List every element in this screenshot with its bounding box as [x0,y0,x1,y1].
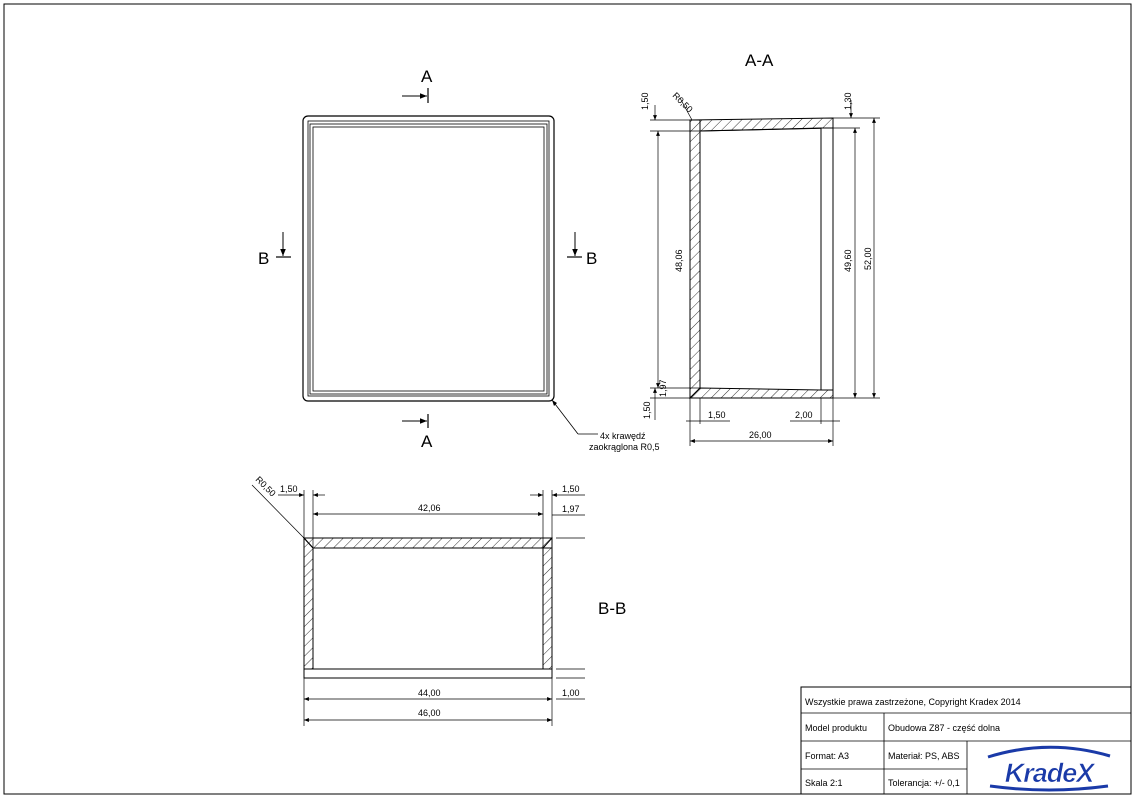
section-a-top-label: A [421,67,433,86]
aa-dim-overall-height: 52,00 [863,247,873,270]
section-bb-title: B-B [598,599,626,618]
bb-dim-base-thickness: 1,00 [562,688,580,698]
aa-flange [820,127,834,391]
section-marker-b-right: B [567,232,597,268]
aa-dim-right-inner: 49,60 [843,249,853,272]
bb-dim-radius: R0,50 [254,474,278,498]
bb-dim-overall-width: 46,00 [418,708,441,718]
aa-dim-top-thickness: 1,50 [640,92,650,110]
top-view-outer [302,115,555,402]
top-view-inner [312,126,545,392]
bb-top-wall [302,537,553,549]
aa-dim-bottom-thickness: 1,50 [642,401,652,419]
aa-dim-radius: R0,50 [671,90,695,114]
bb-dim-inner-width: 42,06 [418,503,441,513]
top-view-rim [307,120,550,397]
kradex-logo: KradeX [987,745,1111,792]
section-marker-a-top: A [402,67,433,103]
title-block: Wszystkie prawa zastrzeżone, Copyright K… [800,686,1132,795]
aa-left-wall [689,119,701,400]
aa-dim-inner-height: 48,06 [674,249,684,272]
aa-dim-wall: 1,50 [708,410,726,420]
note-line-2: zaokrąglona R0,5 [589,442,660,452]
top-view-inner-rim [309,123,548,395]
bb-left-wall [303,536,314,670]
tb-model-value: Obudowa Z87 - część dolna [888,723,1000,733]
bb-right-wall [542,536,553,670]
bb-dim-left-wall: 1,50 [280,484,298,494]
aa-bottom-wall [688,387,834,399]
tb-tolerance: Tolerancja: +/- 0,1 [888,778,960,788]
bb-dim-right-lip: 1,97 [562,504,580,514]
aa-dim-depth: 26,00 [749,430,772,440]
section-bb: B-B R0,50 1,50 [251,474,626,726]
top-view: A A B B 4x krawędź zaokrąglona R0,5 [258,67,660,452]
tb-copyright: Wszystkie prawa zastrzeżone, Copyright K… [805,697,1021,707]
section-aa-title: A-A [745,51,774,70]
note-line-1: 4x krawędź [600,431,646,441]
sheet-border [3,3,1132,795]
tb-format: Format: A3 [805,751,849,761]
aa-dim-bottom-lip: 1,97 [658,379,668,397]
section-a-bottom-label: A [421,432,433,451]
section-aa: A-A [640,51,880,446]
section-b-right-label: B [586,249,597,268]
bb-dim-right-wall: 1,50 [562,484,580,494]
aa-dim-right-top: 1,30 [843,92,853,110]
section-marker-b-left: B [258,232,291,268]
section-marker-a-bottom: A [402,414,433,451]
tb-model-label: Model produktu [805,723,867,733]
bb-base [303,668,553,679]
tb-scale: Skala 2:1 [805,778,843,788]
tb-material: Materiał: PS, ABS [888,751,960,761]
corner-radius-note: 4x krawędź zaokrąglona R0,5 [551,399,660,452]
bb-dim-base-width: 44,00 [418,688,441,698]
section-b-left-label: B [258,249,269,268]
kradex-logo-text: KradeX [1005,758,1097,788]
aa-dim-flange: 2,00 [795,410,813,420]
